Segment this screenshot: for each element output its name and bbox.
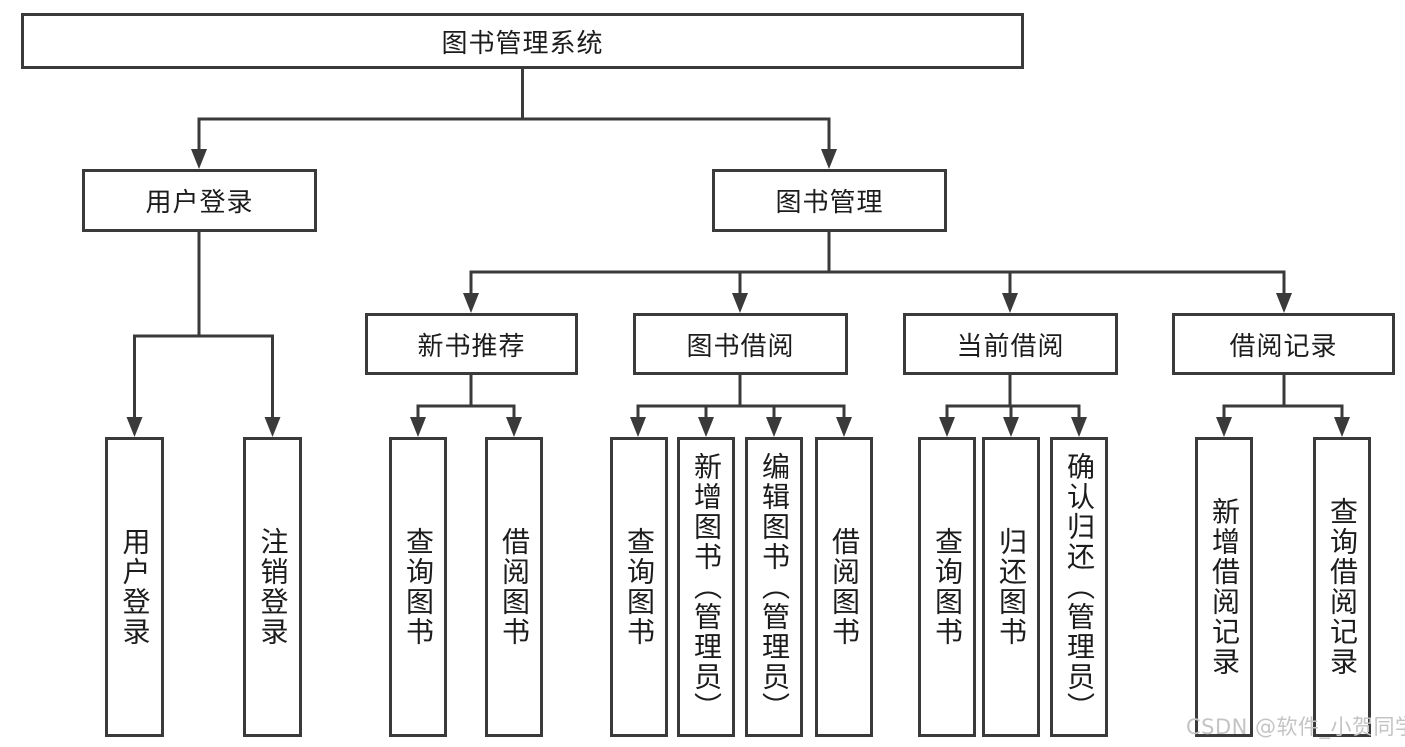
leaf-user-login: 用户登录 [105, 437, 164, 737]
node-new-book-recommend: 新书推荐 [365, 313, 578, 375]
leaf-newbook-query-books-label: 查询图书 [402, 527, 435, 647]
leaf-return-books: 归还图书 [982, 437, 1040, 737]
node-book-management-label: 图书管理 [775, 188, 884, 218]
leaf-add-borrow-record-label: 新增借阅记录 [1208, 497, 1241, 677]
node-root: 图书管理系统 [21, 13, 1024, 69]
leaf-logout-label: 注销登录 [256, 527, 290, 647]
leaf-confirm-return-admin: 确认归还（管理员） [1050, 437, 1108, 737]
leaf-query-borrow-record-label: 查询借阅记录 [1326, 497, 1359, 677]
leaf-logout: 注销登录 [243, 437, 302, 737]
leaf-edit-books-admin-label: 编辑图书（管理员） [758, 452, 791, 722]
leaf-borrow-books-label: 借阅图书 [828, 527, 861, 647]
node-book-borrow: 图书借阅 [633, 313, 848, 375]
leaf-current-query-books-label: 查询图书 [931, 527, 964, 647]
node-user-login-label: 用户登录 [145, 188, 254, 218]
leaf-query-borrow-record: 查询借阅记录 [1313, 437, 1371, 737]
leaf-confirm-return-admin-label: 确认归还（管理员） [1063, 452, 1096, 722]
node-new-book-recommend-label: 新书推荐 [417, 331, 526, 362]
node-current-borrow: 当前借阅 [903, 313, 1118, 375]
leaf-add-borrow-record: 新增借阅记录 [1195, 437, 1253, 737]
node-user-login: 用户登录 [82, 169, 317, 232]
leaf-return-books-label: 归还图书 [995, 527, 1028, 647]
leaf-add-books-admin-label: 新增图书（管理员） [690, 452, 723, 722]
leaf-borrow-books: 借阅图书 [815, 437, 873, 737]
leaf-newbook-borrow-books: 借阅图书 [485, 437, 543, 737]
node-borrow-record: 借阅记录 [1172, 313, 1395, 375]
leaf-user-login-label: 用户登录 [118, 527, 152, 647]
leaf-edit-books-admin: 编辑图书（管理员） [745, 437, 803, 737]
node-book-borrow-label: 图书借阅 [686, 331, 795, 362]
node-book-management: 图书管理 [712, 169, 947, 232]
leaf-borrow-query-books-label: 查询图书 [623, 527, 656, 647]
node-root-label: 图书管理系统 [441, 28, 604, 59]
leaf-current-query-books: 查询图书 [918, 437, 976, 737]
leaf-newbook-query-books: 查询图书 [389, 437, 447, 737]
leaf-add-books-admin: 新增图书（管理员） [677, 437, 735, 737]
csdn-watermark: CSDN @软件_小贺同学 [1186, 715, 1405, 739]
leaf-newbook-borrow-books-label: 借阅图书 [498, 527, 531, 647]
node-borrow-record-label: 借阅记录 [1229, 331, 1338, 362]
node-current-borrow-label: 当前借阅 [956, 331, 1065, 362]
leaf-borrow-query-books: 查询图书 [610, 437, 668, 737]
